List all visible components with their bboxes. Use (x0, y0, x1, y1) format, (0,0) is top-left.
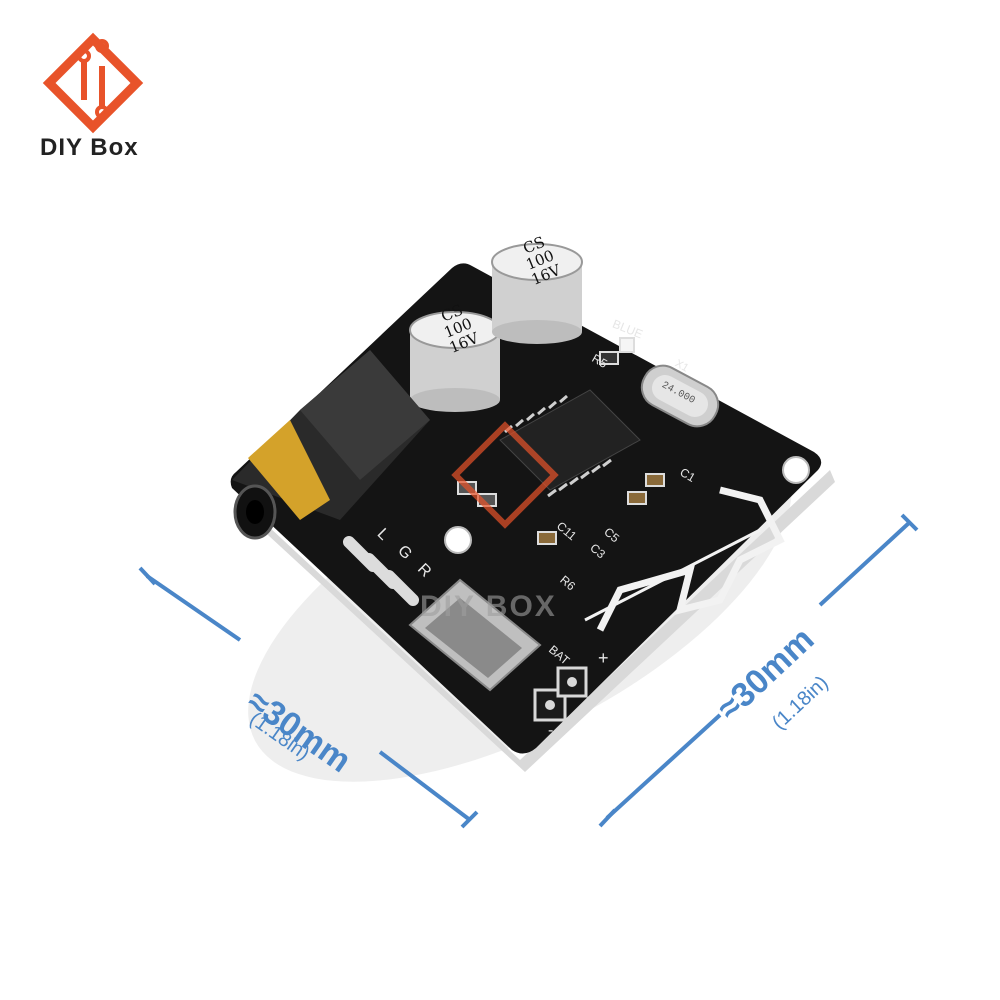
mount-hole (444, 526, 472, 554)
antenna-outline (584, 528, 761, 622)
audio-jack (232, 350, 430, 540)
dimension-line-right (598, 513, 919, 828)
silk-plus: + (598, 648, 609, 668)
crystal-oscillator (640, 364, 720, 428)
smd-components (457, 337, 665, 545)
brand-name: DIY Box (40, 134, 139, 161)
watermark-text: DIY BOX (420, 590, 557, 623)
watermark-logo-icon (451, 421, 559, 529)
dimension-line-left (138, 566, 479, 829)
battery-pads (533, 666, 588, 722)
solder-pads (342, 535, 420, 607)
capacitor-2 (491, 243, 583, 344)
mount-hole (782, 456, 810, 484)
diy-box-logo-icon (42, 32, 144, 134)
antenna-trace (596, 486, 785, 632)
ic-chip (499, 389, 641, 498)
capacitor-1 (409, 311, 501, 412)
micro-usb-port (408, 578, 542, 692)
silk-minus: - (548, 722, 554, 739)
